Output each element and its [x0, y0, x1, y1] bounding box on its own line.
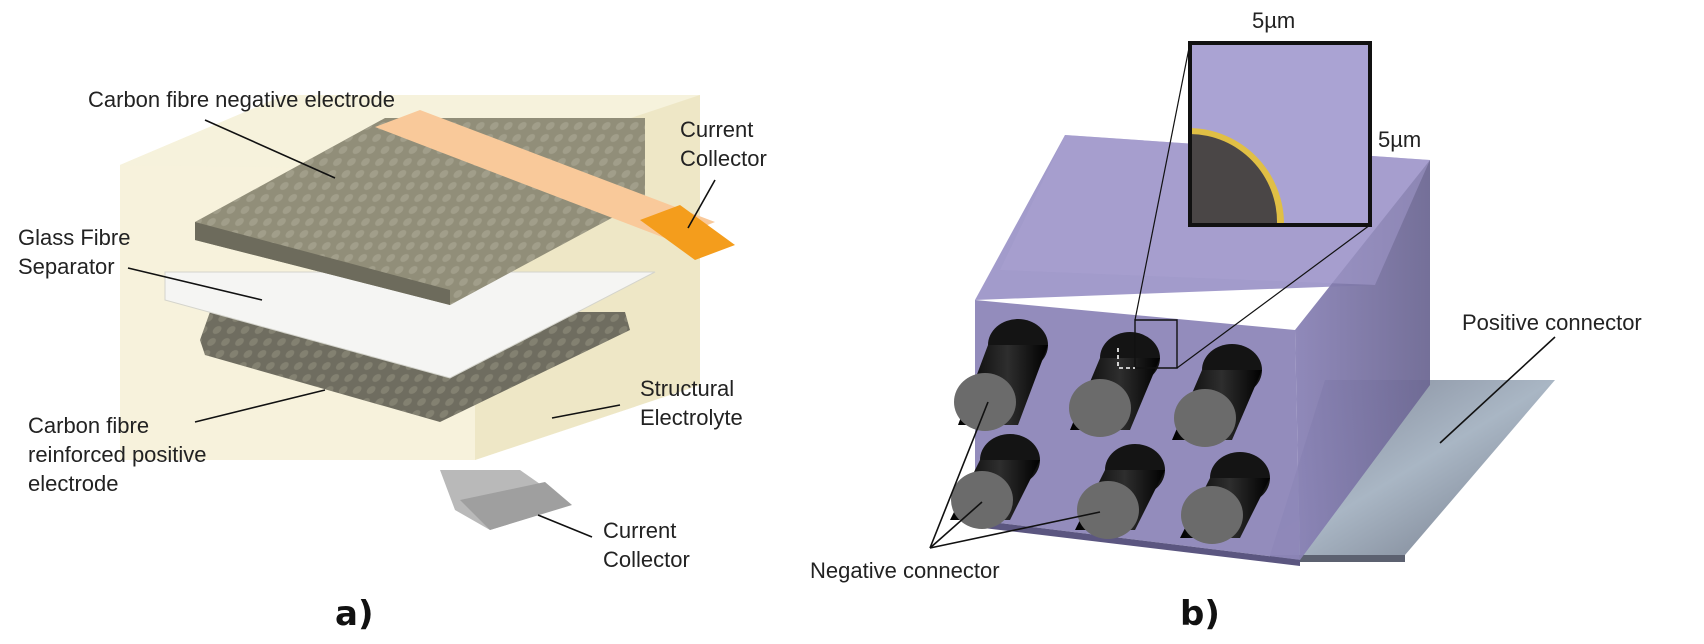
inset-magnified-view: [1188, 41, 1372, 227]
fibre-1: [954, 319, 1048, 431]
label-positive-electrode-line1: Carbon fibre: [28, 413, 149, 438]
leader-collector-top: [687, 179, 716, 229]
label-collector-bottom-line2: Collector: [603, 547, 690, 572]
panel-a-diagram: Carbon fibre negative electrode Current …: [18, 87, 767, 634]
leader-positive-electrode: [194, 389, 326, 423]
leader-electrolyte: [551, 404, 621, 419]
label-electrolyte-line2: Electrolyte: [640, 405, 743, 430]
label-separator-line1: Glass Fibre: [18, 225, 130, 250]
fibre-3: [1172, 344, 1262, 447]
panel-label-b: b): [1180, 594, 1220, 634]
label-negative-electrode: Carbon fibre negative electrode: [88, 87, 395, 112]
label-negative-connector: Negative connector: [810, 558, 1000, 583]
fibre-2: [1069, 332, 1160, 437]
leader-negative-connector-3: [929, 511, 1101, 549]
leader-negative-connector-2: [929, 501, 983, 549]
leader-separator: [127, 267, 263, 301]
carbon-fibre-array: [950, 319, 1270, 544]
leader-positive-connector: [1439, 336, 1556, 444]
label-collector-bottom-line1: Current: [603, 518, 676, 543]
leader-negative-electrode: [204, 119, 336, 179]
label-collector-top-line1: Current: [680, 117, 753, 142]
label-electrolyte-line1: Structural: [640, 376, 734, 401]
fibre-6: [1180, 452, 1270, 544]
label-positive-connector: Positive connector: [1462, 310, 1642, 335]
label-positive-electrode-line3: electrode: [28, 471, 119, 496]
panel-label-a: a): [335, 594, 373, 634]
panel-b-diagram: 5µm 5µm Positive connector Negative conn…: [810, 8, 1642, 634]
fibre-4: [950, 434, 1040, 529]
zoom-region-marker: [1117, 42, 1371, 369]
label-inset-top-dimension: 5µm: [1252, 8, 1295, 33]
current-collector-top: [375, 110, 735, 260]
leader-negative-connector-1: [929, 401, 989, 549]
label-positive-electrode-line2: reinforced positive: [28, 442, 207, 467]
leader-collector-bottom: [537, 514, 593, 538]
label-collector-top-line2: Collector: [680, 146, 767, 171]
label-separator-line2: Separator: [18, 254, 115, 279]
fibre-5: [1075, 444, 1165, 539]
label-inset-side-dimension: 5µm: [1378, 127, 1421, 152]
current-collector-bottom: [440, 470, 572, 530]
